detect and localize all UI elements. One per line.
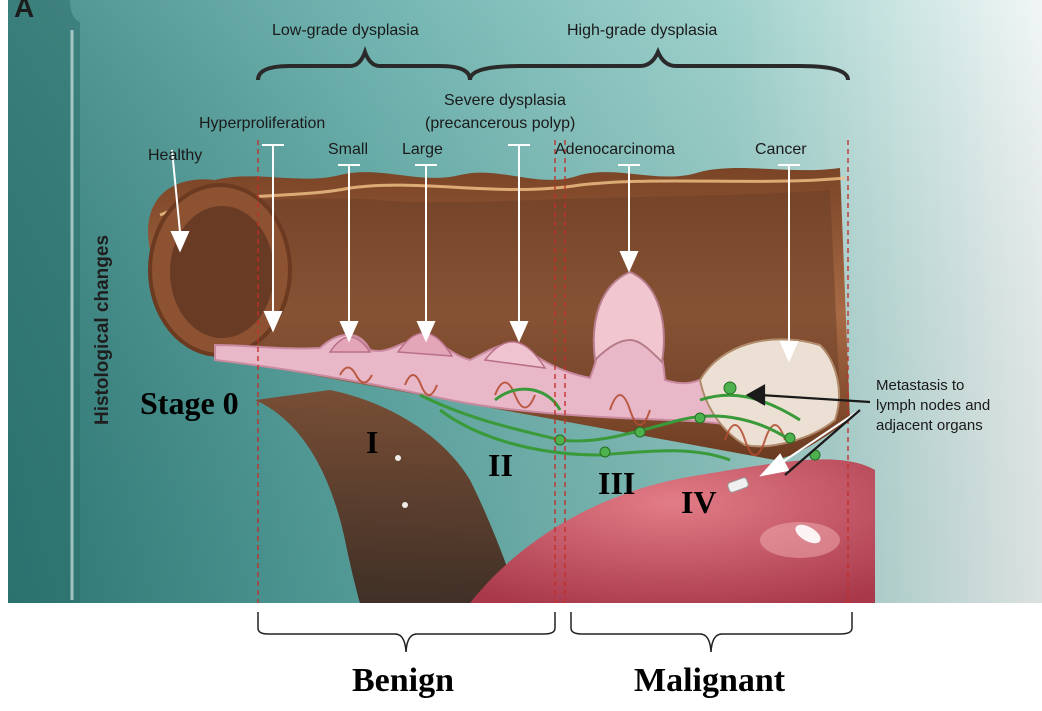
metastasis-line-1: Metastasis to (876, 376, 990, 396)
large-label: Large (402, 141, 443, 159)
benign-brace (258, 612, 555, 652)
malignant-label: Malignant (634, 662, 785, 700)
precancerous-polyp-label: (precancerous polyp) (425, 115, 575, 133)
stage-3-label: III (598, 465, 635, 502)
small-label: Small (328, 141, 368, 159)
healthy-label: Healthy (148, 147, 202, 165)
hyperproliferation-label: Hyperproliferation (199, 115, 325, 133)
stage-4-label: IV (681, 484, 717, 521)
panel-letter: A (14, 0, 34, 24)
metastasis-line-3: adjacent organs (876, 416, 990, 436)
malignant-brace (571, 612, 852, 652)
side-bar (8, 0, 80, 603)
stage-2-label: II (488, 447, 513, 484)
stage-0-label: Stage 0 (140, 385, 239, 422)
severe-dysplasia-label: Severe dysplasia (444, 92, 566, 110)
metastasis-line-2: lymph nodes and (876, 396, 990, 416)
low-grade-label: Low-grade dysplasia (272, 22, 419, 40)
metastasis-label: Metastasis to lymph nodes and adjacent o… (876, 376, 990, 436)
stage-1-label: I (366, 424, 378, 461)
side-title: Histological changes (92, 235, 114, 425)
adenocarcinoma-label: Adenocarcinoma (555, 141, 675, 159)
high-grade-label: High-grade dysplasia (567, 22, 717, 40)
benign-label: Benign (352, 662, 454, 700)
cancer-label: Cancer (755, 141, 807, 159)
